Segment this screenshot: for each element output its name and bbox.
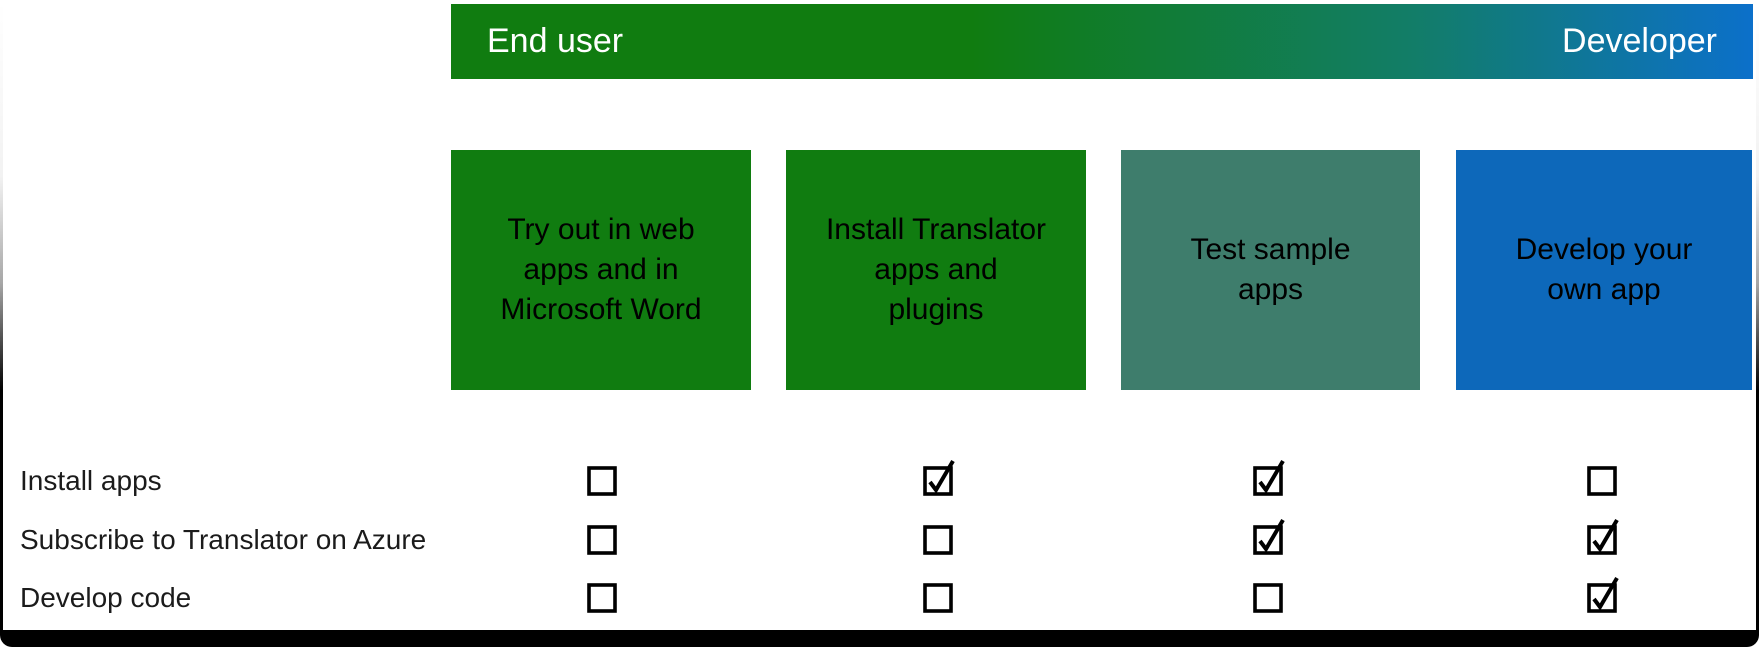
step-box-develop-own-app: Develop your own app	[1456, 150, 1752, 390]
step-box-label: Try out in web apps and in Microsoft Wor…	[500, 213, 702, 326]
developer-label: Developer	[1562, 22, 1717, 60]
checkbox-install-apps-col4	[1584, 455, 1620, 499]
checkbox-subscribe-azure-col3	[1250, 514, 1286, 558]
checkbox-develop-code-col4	[1584, 572, 1620, 616]
checkbox-subscribe-azure-col2	[920, 514, 956, 558]
checkbox-develop-code-col1	[584, 572, 620, 616]
frame-right-edge	[1756, 0, 1759, 630]
step-box-install-translator-apps: Install Translator apps and plugins	[786, 150, 1086, 390]
audience-spectrum-bar: End user Developer	[451, 4, 1753, 79]
row-label-install-apps: Install apps	[20, 465, 162, 496]
checkbox-subscribe-azure-col1	[584, 514, 620, 558]
checkbox-develop-code-col2	[920, 572, 956, 616]
checkbox-subscribe-azure-col4	[1584, 514, 1620, 558]
frame-left-edge	[0, 0, 3, 630]
step-box-label: Test sample apps	[1190, 233, 1351, 306]
checkbox-develop-code-col3	[1250, 572, 1286, 616]
step-box-label: Install Translator apps and plugins	[825, 213, 1047, 326]
row-label-develop-code: Develop code	[20, 582, 192, 613]
frame-bottom-bar	[0, 630, 1759, 647]
step-box-test-sample-apps: Test sample apps	[1121, 150, 1420, 390]
checkbox-install-apps-col3	[1250, 455, 1286, 499]
step-box-try-web-apps: Try out in web apps and in Microsoft Wor…	[451, 150, 751, 390]
checkbox-install-apps-col2	[920, 455, 956, 499]
step-box-label: Develop your own app	[1515, 233, 1693, 306]
end-user-label: End user	[487, 22, 624, 60]
checkbox-install-apps-col1	[584, 455, 620, 499]
row-label-subscribe-azure: Subscribe to Translator on Azure	[20, 524, 427, 555]
